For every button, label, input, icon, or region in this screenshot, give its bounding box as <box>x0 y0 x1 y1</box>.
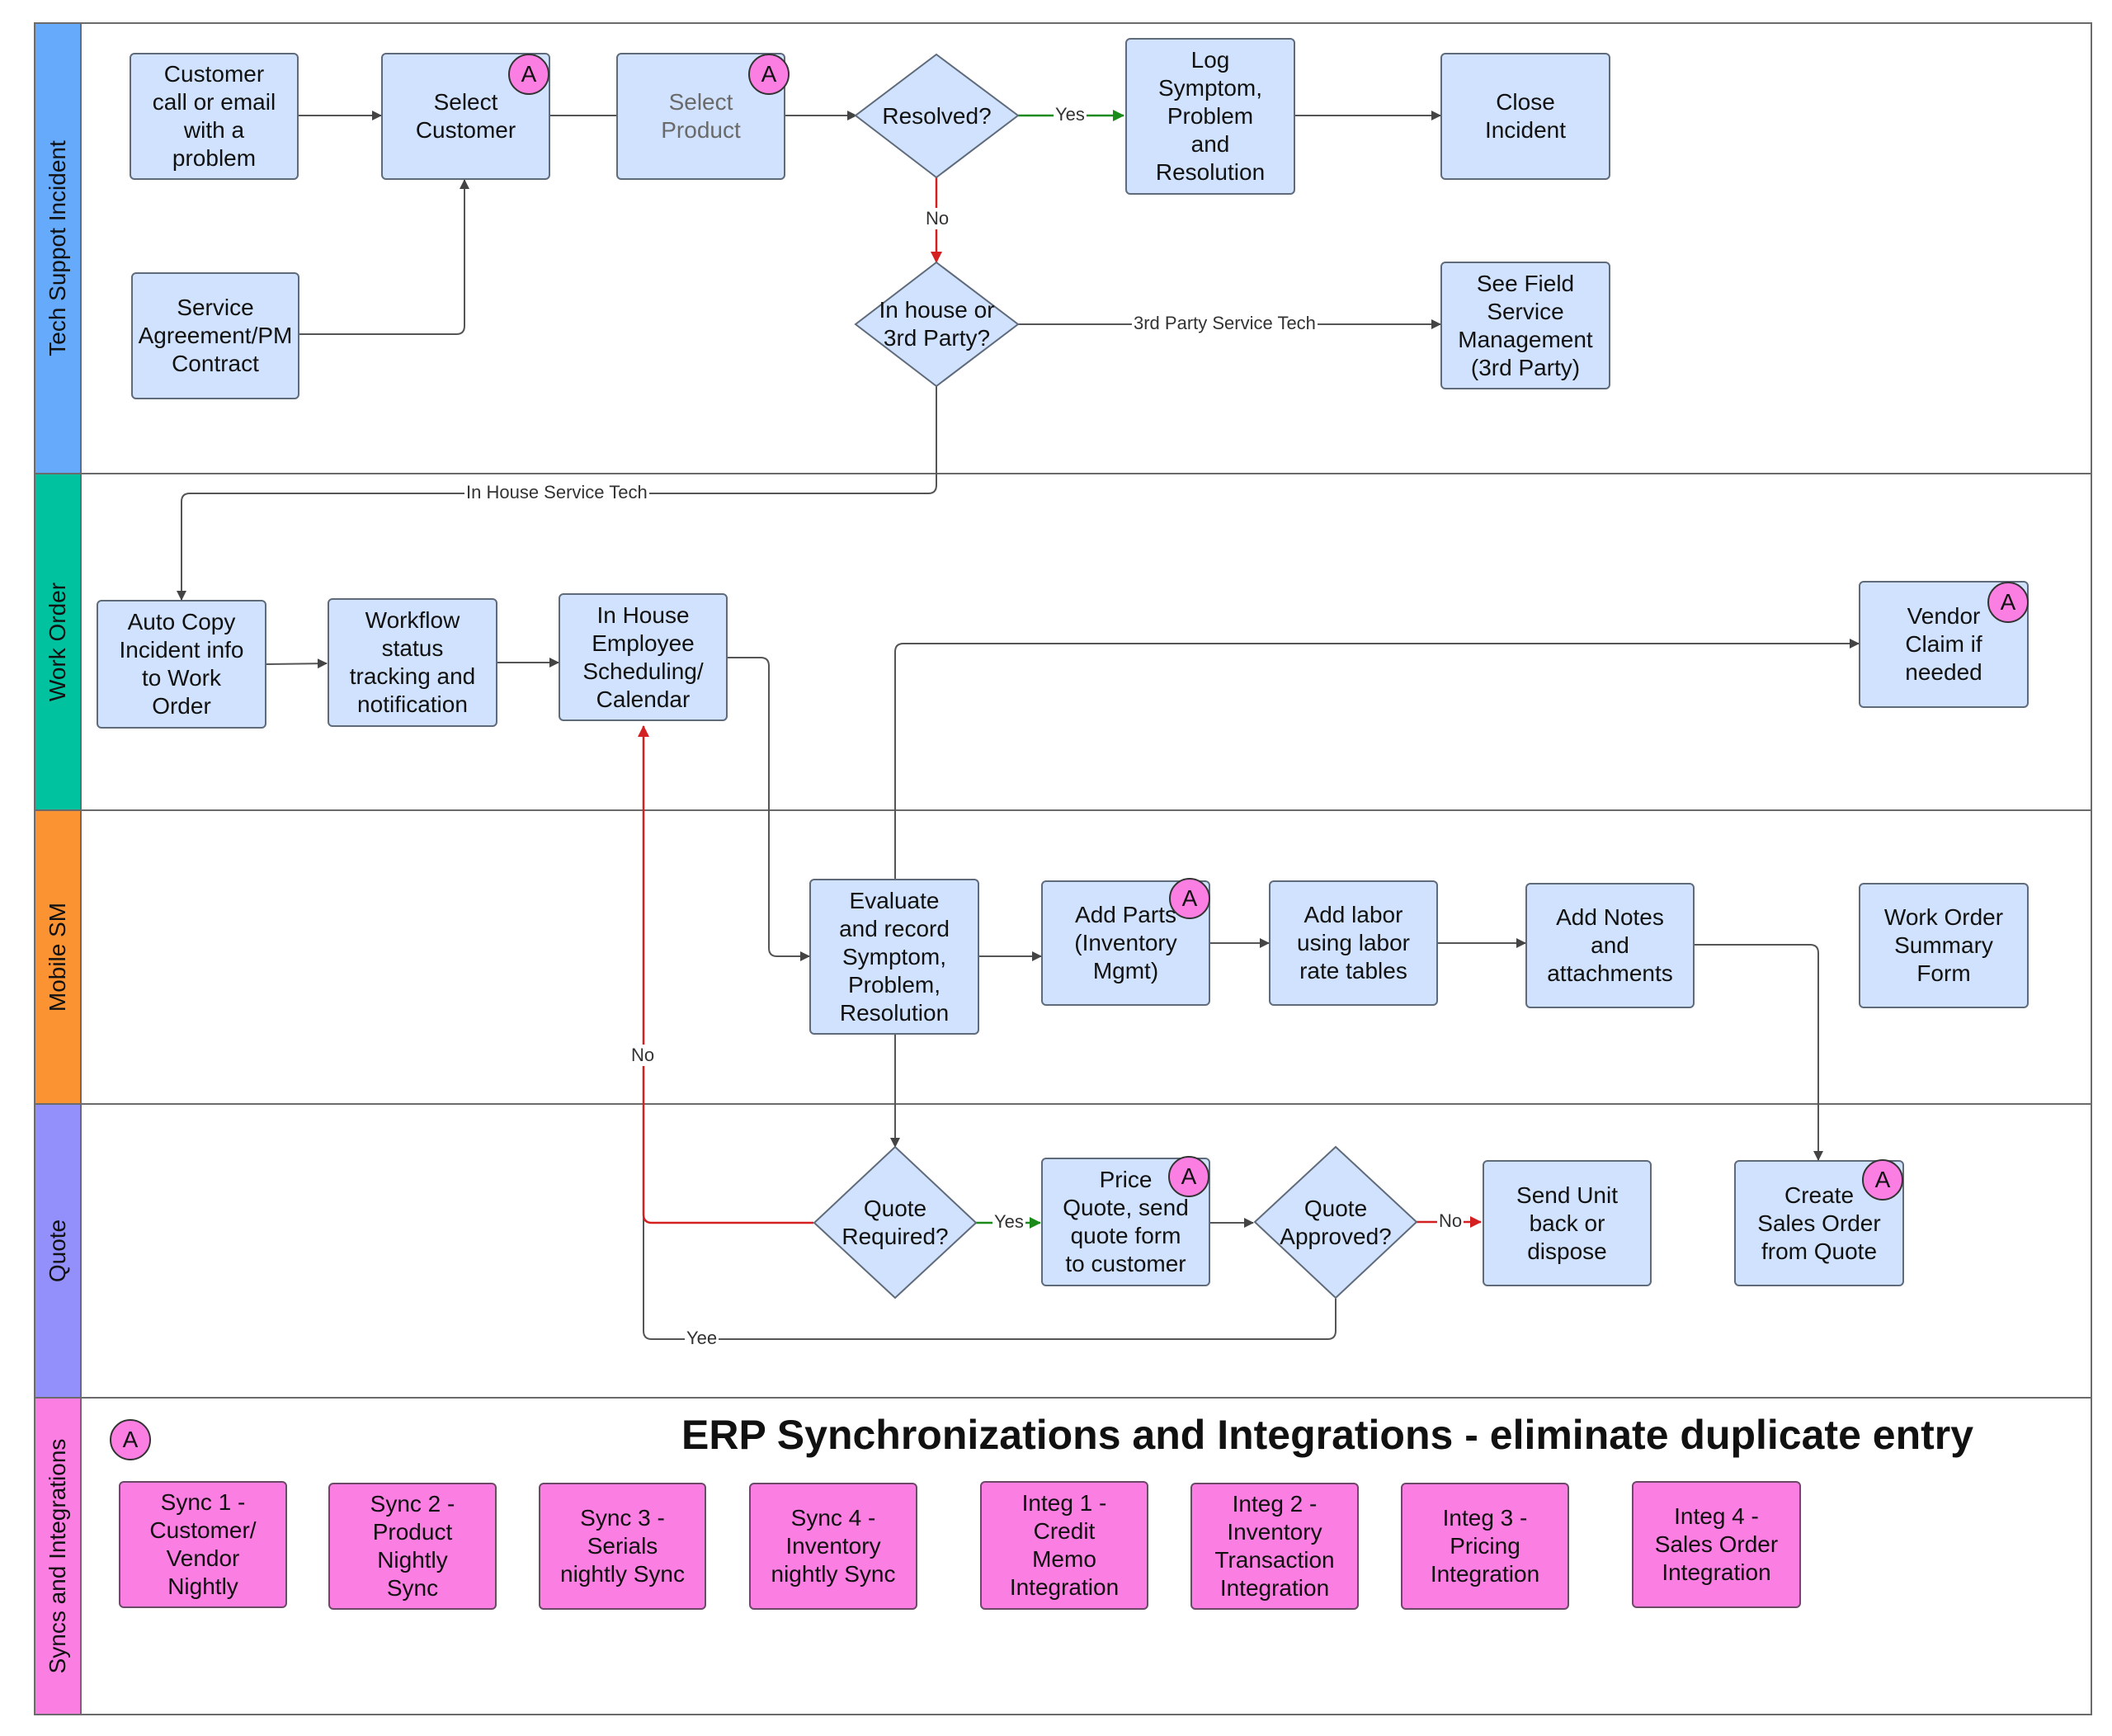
edge-notes-to-salesorder <box>1695 944 1823 1161</box>
decision-quote-required-shape <box>813 1145 978 1300</box>
edge-label-no: No <box>1437 1210 1464 1232</box>
lane-header: Syncs and Integrations <box>35 1399 82 1714</box>
wo-summary-box[interactable]: Work Order Summary Form <box>1859 883 2029 1008</box>
edge-label-no: No <box>924 208 951 229</box>
scheduling-box[interactable]: In House Employee Scheduling/ Calendar <box>559 593 728 721</box>
lane-tech-support: Tech Suppot Incident <box>34 22 2092 474</box>
sync-item[interactable]: Sync 2 - Product Nightly Sync <box>328 1483 497 1610</box>
decision-resolved-shape <box>854 53 1020 179</box>
edge-label-yes: Yes <box>1054 104 1087 125</box>
integ-item[interactable]: Integ 2 - Inventory Transaction Integrat… <box>1190 1483 1359 1610</box>
lane-header: Work Order <box>35 474 82 809</box>
decision-quote-approved-shape <box>1253 1145 1418 1300</box>
customer-call-box[interactable]: Customer call or email with a problem <box>130 53 299 180</box>
decision-inhouse-or-3rd[interactable]: In house or 3rd Party? <box>879 297 995 351</box>
add-labor-box[interactable]: Add labor using labor rate tables <box>1269 880 1438 1006</box>
edge-agreement-to-customer <box>299 179 469 335</box>
decision-quote-approved[interactable]: Quote Approved? <box>1280 1195 1392 1249</box>
service-agreement-box[interactable]: Service Agreement/PM Contract <box>131 272 299 399</box>
edge-quote-no <box>638 725 813 1224</box>
badge-a: A <box>1169 878 1210 919</box>
badge-a: A <box>1862 1159 1903 1201</box>
badge-a: A <box>1168 1156 1209 1197</box>
integ-item[interactable]: Integ 1 - Credit Memo Integration <box>980 1481 1148 1610</box>
auto-copy-box[interactable]: Auto Copy Incident info to Work Order <box>97 600 266 729</box>
evaluate-box[interactable]: Evaluate and record Symptom, Problem, Re… <box>809 879 979 1035</box>
send-unit-box[interactable]: Send Unit back or dispose <box>1483 1160 1652 1286</box>
edge-label-yee: Yee <box>685 1328 719 1349</box>
edge-label-no: No <box>629 1045 657 1066</box>
integ-item[interactable]: Integ 3 - Pricing Integration <box>1401 1483 1569 1610</box>
badge-a: A <box>748 54 790 95</box>
integ-item[interactable]: Integ 4 - Sales Order Integration <box>1632 1481 1801 1608</box>
edge-yee-return <box>643 990 1336 1340</box>
vendor-claim-box[interactable]: Vendor Claim if needed <box>1859 581 2029 708</box>
close-incident-box[interactable]: Close Incident <box>1440 53 1610 180</box>
lane-work-order: Work Order <box>34 473 2092 811</box>
decision-inhouse-shape <box>854 261 1020 388</box>
lane-header: Quote <box>35 1105 82 1397</box>
price-quote-box[interactable]: Price Quote, send quote form to customer <box>1041 1158 1210 1286</box>
edge-label-3rd-party: 3rd Party Service Tech <box>1132 313 1318 334</box>
badge-a-legend: A <box>110 1419 151 1460</box>
badge-a: A <box>1987 582 2029 623</box>
lane-header: Mobile SM <box>35 811 82 1103</box>
add-notes-box[interactable]: Add Notes and attachments <box>1525 883 1695 1008</box>
badge-a: A <box>508 54 549 95</box>
sync-item[interactable]: Sync 4 - Inventory nightly Sync <box>749 1483 917 1610</box>
workflow-status-box[interactable]: Workflow status tracking and notificatio… <box>328 598 497 727</box>
decision-quote-required[interactable]: Quote Required? <box>842 1195 949 1249</box>
decision-resolved[interactable]: Resolved? <box>882 102 992 129</box>
edge-evaluate-to-vendor <box>894 639 1860 879</box>
edge-label-in-house: In House Service Tech <box>464 482 649 503</box>
log-symptom-box[interactable]: Log Symptom, Problem and Resolution <box>1125 38 1295 195</box>
field-service-box[interactable]: See Field Service Management (3rd Party) <box>1440 262 1610 389</box>
edge-scheduling-to-evaluate <box>728 657 810 961</box>
sync-title: ERP Synchronizations and Integrations - … <box>681 1412 1974 1458</box>
edge-label-yes: Yes <box>992 1211 1025 1233</box>
sync-item[interactable]: Sync 3 - Serials nightly Sync <box>539 1483 706 1610</box>
sync-item[interactable]: Sync 1 - Customer/ Vendor Nightly <box>119 1481 287 1608</box>
lane-header: Tech Suppot Incident <box>35 24 82 473</box>
edge-autocopy-to-workflow <box>266 658 328 669</box>
